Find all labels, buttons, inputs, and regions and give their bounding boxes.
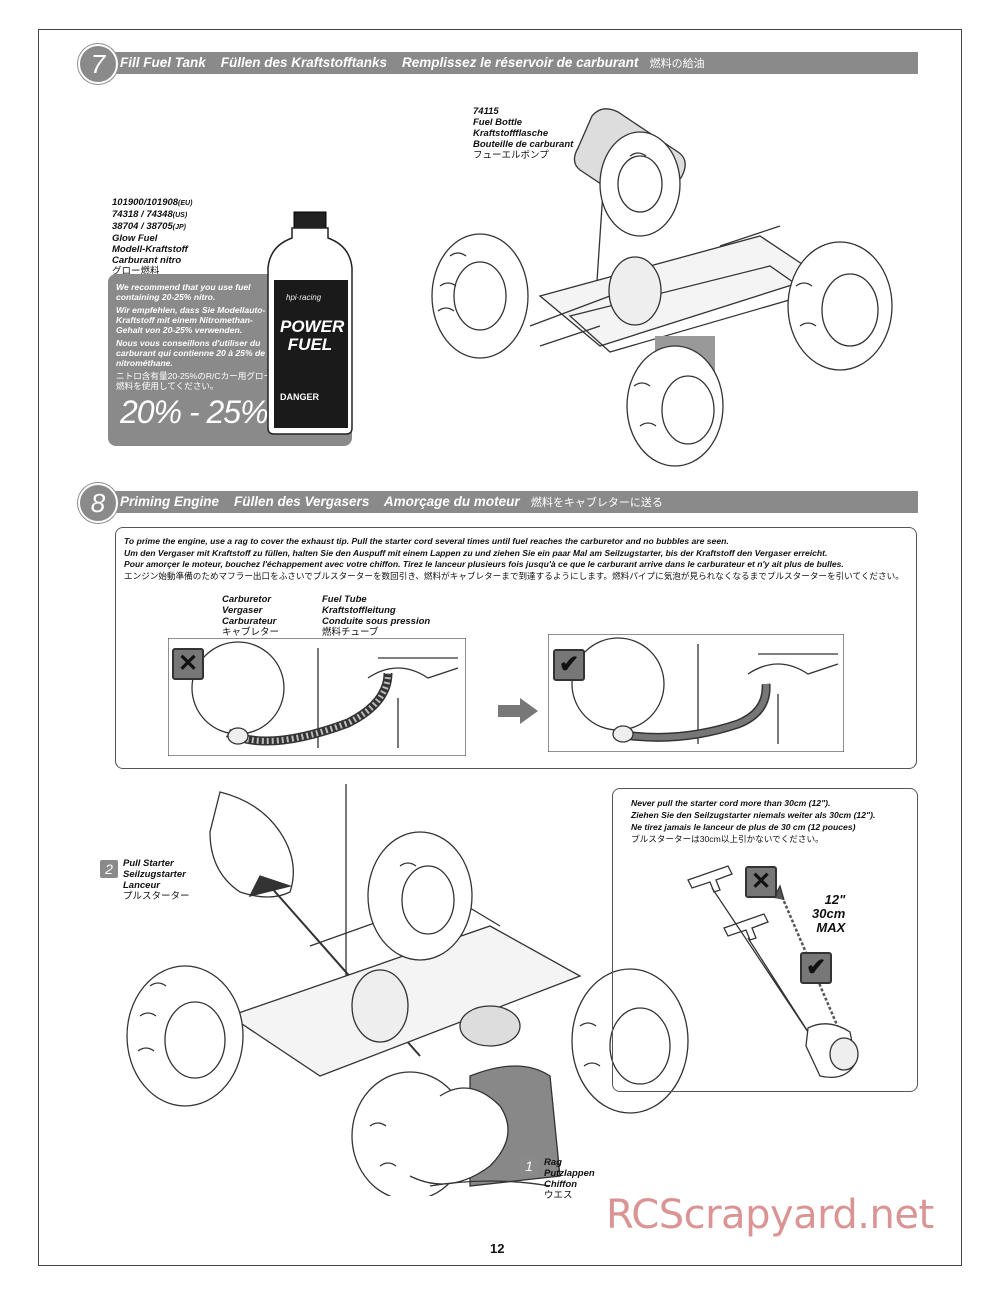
rag-number: 1 (520, 1157, 538, 1175)
page-frame (38, 29, 962, 1266)
carburetor-bubbles-wrong (168, 638, 466, 756)
page-number: 12 (490, 1241, 505, 1256)
fuel-bottle-label: 74115 Fuel Bottle Kraftstoffflasche Bout… (473, 106, 574, 161)
wrong-mark-icon: ✕ (172, 648, 204, 680)
carburetor-label: Carburetor Vergaser Carburateur キャブレター (222, 594, 280, 638)
glow-fuel-label: 101900/101908(EU) 74318 / 74348(US) 3870… (112, 197, 193, 277)
bottle-brand: hpi·racing (286, 293, 322, 302)
arrow-right-icon (498, 698, 538, 724)
nitro-range: 20% - 25% (120, 394, 269, 430)
step8-header-bar (112, 491, 918, 513)
fuel-tube-label: Fuel Tube Kraftstoffleitung Conduite sou… (322, 594, 431, 638)
truck-priming-illustration (126, 784, 689, 1196)
step7-header-bar (112, 52, 918, 74)
pull-starter-number: 2 (100, 860, 118, 878)
power-fuel-bottle (267, 211, 353, 435)
wrong-mark-icon: ✕ (745, 866, 777, 898)
max-pull-label: 12" 30cm MAX (812, 892, 846, 935)
rag-label: Rag Putzlappen Chiffon ウエス (544, 1157, 595, 1201)
step8-title: Priming Engine Füllen des Vergasers Amor… (120, 494, 663, 509)
pull-starter-diagram (687, 865, 859, 1079)
watermark: RCScrapyard.net (606, 1192, 934, 1238)
priming-instructions-box: To prime the engine, use a rag to cover … (115, 527, 917, 769)
step8-number: 8 (78, 483, 118, 523)
bottle-name: POWER FUEL (280, 317, 345, 354)
step7-title: Fill Fuel Tank Füllen des Kraftstofftank… (120, 55, 705, 70)
correct-mark-icon: ✔ (800, 952, 832, 984)
starter-cord-warning-box: Never pull the starter cord more than 30… (612, 788, 918, 1092)
carburetor-primed-correct (548, 634, 844, 752)
pull-starter-label: Pull Starter Seilzugstarter Lanceur プルスタ… (123, 858, 190, 902)
bottle-warning: DANGER (280, 392, 320, 402)
step7-number: 7 (78, 44, 118, 84)
correct-mark-icon: ✔ (553, 649, 585, 681)
truck-fueling-illustration (431, 108, 893, 467)
nitro-recommendation-box: We recommend that you use fuel containin… (108, 274, 352, 446)
